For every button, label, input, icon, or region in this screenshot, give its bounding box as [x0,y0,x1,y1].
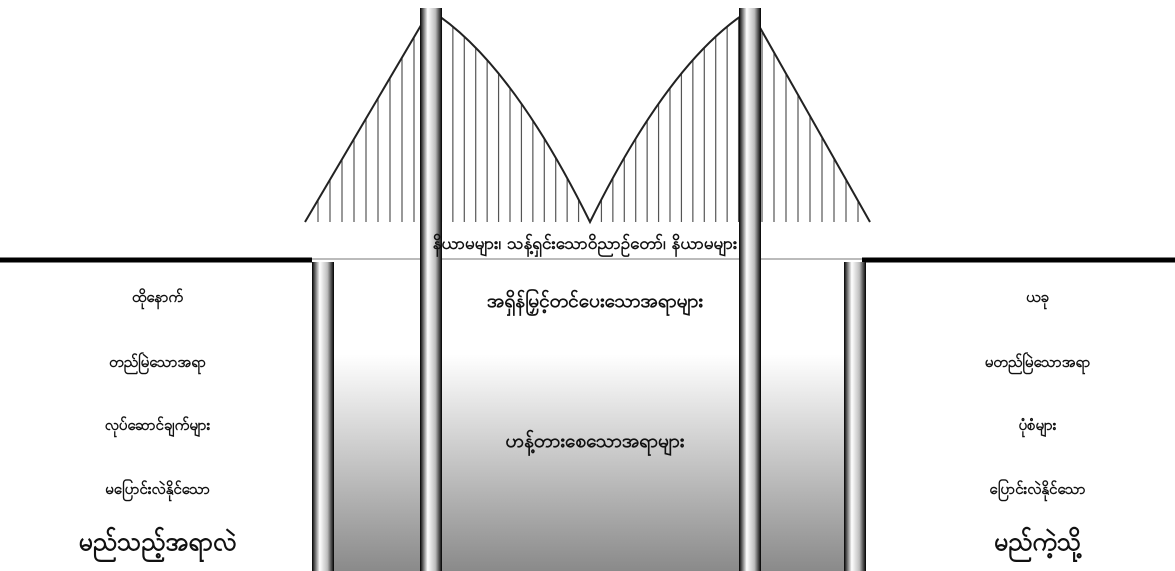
hindrances-label: ဟန့်တားစေသောအရာများ [360,429,830,457]
right-item-forms: ပုံစံများ [920,416,1155,438]
left-heading-what: မည်သည့်အရာလဲ [40,526,275,563]
left-item-unchangeable: မပြောင်းလဲနိုင်သော [40,480,275,502]
main-cable-left [305,10,430,222]
left-item-then: ထိုနောက် [40,288,275,310]
accelerators-label: အရှိန်မြှင့်တင်ပေးသောအရာများ [360,289,830,317]
right-heading-how: မည်ကဲ့သို့ [920,526,1155,563]
deck-label: နိယာမများ၊ သန့်ရှင်းသောဝိညာဉ်တော်၊ နိယာမ… [340,233,830,258]
right-item-changeable: ပြောင်းလဲနိုင်သော [920,480,1155,502]
pier-left [312,262,334,571]
pier-right [844,262,866,571]
right-item-temporary: မတည်မြဲသောအရာ [920,353,1155,375]
left-item-permanent: တည်မြဲသောအရာ [40,353,275,375]
main-cable-center [430,10,750,222]
right-item-now: ယခု [920,288,1155,310]
suspender-cables [318,18,858,222]
left-item-functions: လုပ်ဆောင်ချက်များ [40,416,275,438]
